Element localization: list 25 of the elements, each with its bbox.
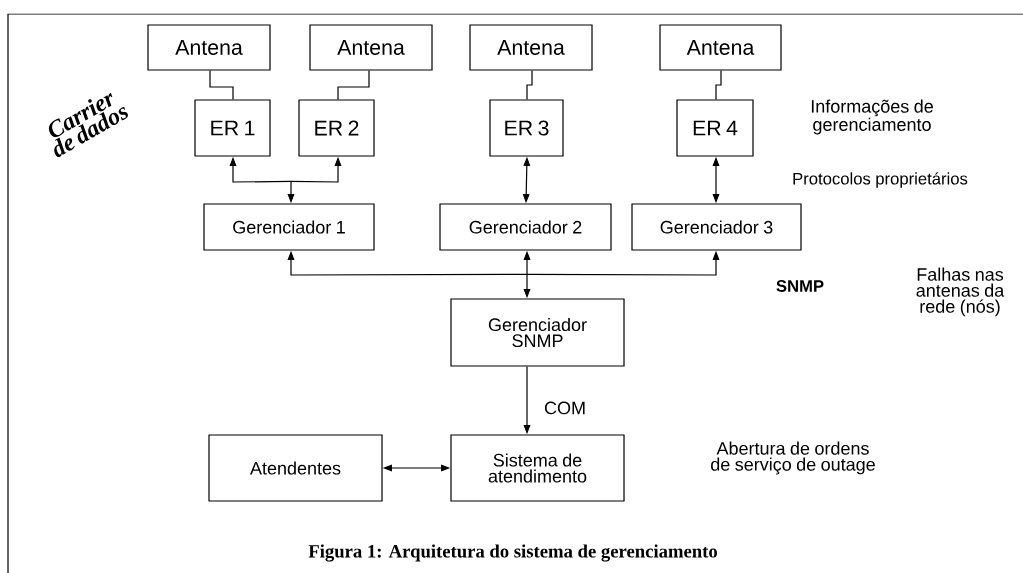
note-text: Protocolos proprietários xyxy=(793,172,968,188)
connector-line xyxy=(715,70,722,100)
process-box: ER 2 xyxy=(298,99,375,157)
note-text: SNMP xyxy=(776,280,824,292)
process-box: ER 3 xyxy=(489,99,564,157)
process-box: Gerenciador 1 xyxy=(203,203,375,251)
process-box: Antena xyxy=(309,24,433,71)
connector-line xyxy=(526,70,533,100)
note-text: Abertura de ordens de serviço de outage xyxy=(711,441,875,475)
connector-line xyxy=(337,70,370,100)
process-box: Gerenciador SNMP xyxy=(450,298,625,367)
process-box: Sistema de atendimento xyxy=(450,434,625,502)
figure-caption: Figura 1: Arquitetura do sistema de gerenciamento xyxy=(308,544,717,562)
process-box: Atendentes xyxy=(208,434,383,502)
process-box: ER 1 xyxy=(194,99,271,157)
process-box: Antena xyxy=(147,24,271,71)
process-box: Gerenciador 2 xyxy=(439,203,612,251)
process-box: Antena xyxy=(659,24,782,71)
process-box: Antena xyxy=(469,24,593,71)
note-text: Informações de gerenciamento xyxy=(811,99,933,135)
note-text: Falhas nas antenas da rede (nós) xyxy=(916,267,1005,317)
edge-label: COM xyxy=(544,401,585,415)
process-box: ER 4 xyxy=(676,99,754,157)
process-box: Gerenciador 3 xyxy=(631,203,802,251)
connector-line xyxy=(209,70,234,100)
